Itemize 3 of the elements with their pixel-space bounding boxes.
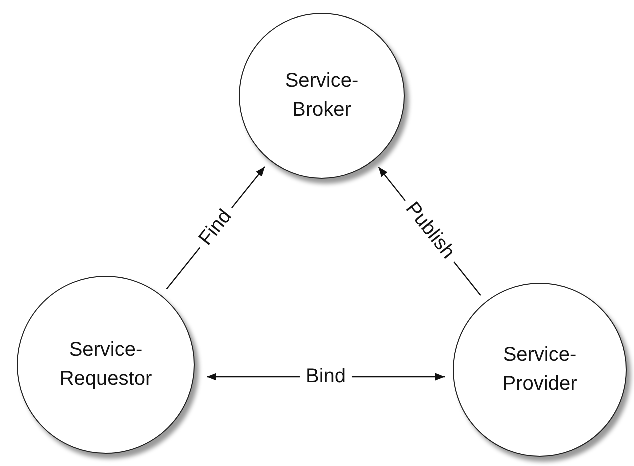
node-label: Service-Provider bbox=[502, 343, 578, 397]
node-label: Service-Requestor bbox=[58, 338, 154, 392]
node-label: Service-Broker bbox=[284, 69, 360, 123]
